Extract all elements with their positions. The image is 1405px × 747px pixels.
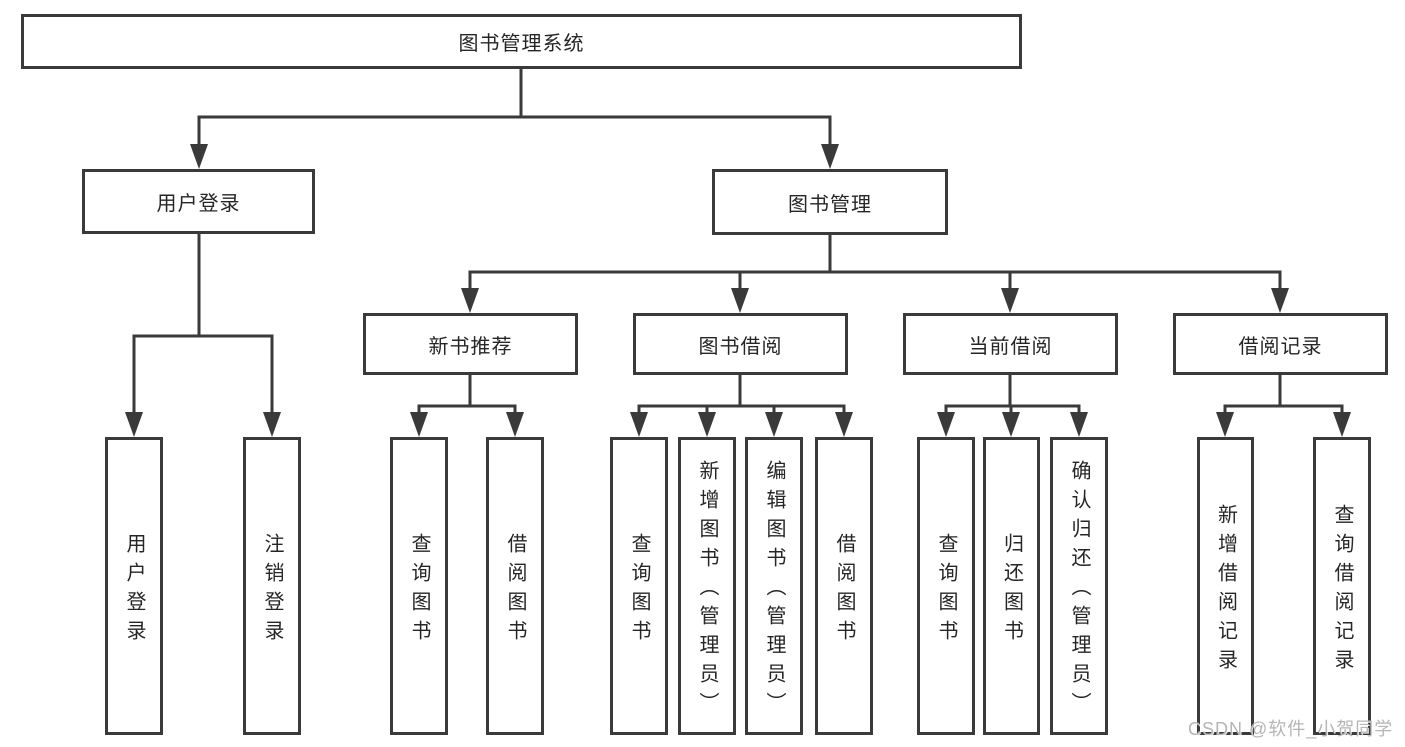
node-label: 确认归还（管理员） bbox=[1068, 460, 1090, 721]
edge-records-to-leaves bbox=[1223, 373, 1344, 414]
arrowhead bbox=[1271, 288, 1289, 313]
node-new-book-recommend: 新书推荐 bbox=[363, 313, 578, 375]
leaf-return-books: 归还图书 bbox=[983, 437, 1040, 735]
node-label: 注销登录 bbox=[261, 532, 283, 649]
node-label: 查询图书 bbox=[628, 532, 650, 649]
arrowhead bbox=[125, 412, 143, 437]
node-root-system: 图书管理系统 bbox=[21, 14, 1022, 69]
leaf-borrow-books-1: 借阅图书 bbox=[486, 437, 544, 735]
leaf-logout: 注销登录 bbox=[243, 437, 301, 735]
leaf-query-borrow-record: 查询借阅记录 bbox=[1313, 437, 1371, 735]
leaf-edit-books-admin: 编辑图书（管理员） bbox=[745, 437, 803, 735]
arrowhead bbox=[461, 288, 479, 313]
edge-newrec-to-leaves bbox=[417, 373, 517, 414]
arrowhead bbox=[1333, 412, 1351, 437]
node-label: 查询借阅记录 bbox=[1331, 503, 1353, 678]
leaf-confirm-return-admin: 确认归还（管理员） bbox=[1050, 437, 1108, 735]
node-label: 借阅图书 bbox=[833, 532, 855, 649]
node-label: 归还图书 bbox=[1000, 532, 1023, 649]
leaf-add-books-admin: 新增图书（管理员） bbox=[678, 437, 736, 735]
arrowhead bbox=[263, 412, 281, 437]
node-book-borrow: 图书借阅 bbox=[633, 313, 848, 375]
node-label: 借阅记录 bbox=[1238, 335, 1323, 358]
node-label: 图书管理 bbox=[788, 193, 872, 216]
arrowhead bbox=[821, 144, 839, 169]
node-label: 图书借阅 bbox=[698, 335, 783, 358]
arrowhead bbox=[630, 412, 648, 437]
arrowhead bbox=[835, 412, 853, 437]
leaf-user-login: 用户登录 bbox=[105, 437, 163, 735]
csdn-watermark: CSDN @软件_小贺同学 bbox=[1188, 719, 1394, 739]
edge-bookmgmt-to-level3 bbox=[468, 233, 1282, 290]
arrowhead bbox=[1002, 412, 1020, 437]
node-borrow-records: 借阅记录 bbox=[1173, 313, 1388, 375]
arrowhead bbox=[1216, 412, 1234, 437]
arrowhead bbox=[410, 412, 428, 437]
node-label: 新增图书（管理员） bbox=[696, 460, 718, 721]
arrowhead bbox=[937, 412, 955, 437]
edge-root-to-level2 bbox=[197, 67, 832, 146]
edge-borrow-to-leaves bbox=[637, 373, 846, 414]
arrowhead bbox=[506, 412, 524, 437]
arrowhead bbox=[1070, 412, 1088, 437]
node-book-management-module: 图书管理 bbox=[712, 169, 948, 235]
leaf-query-books-2: 查询图书 bbox=[610, 437, 668, 735]
node-label: 编辑图书（管理员） bbox=[763, 460, 785, 721]
node-label: 用户登录 bbox=[123, 532, 145, 649]
edge-userlogin-to-leaves bbox=[132, 232, 274, 414]
node-label: 查询图书 bbox=[408, 532, 430, 649]
arrowhead bbox=[731, 288, 749, 313]
node-label: 借阅图书 bbox=[504, 532, 526, 649]
node-label: 用户登录 bbox=[156, 193, 241, 215]
edge-current-to-leaves bbox=[944, 373, 1081, 414]
arrowhead bbox=[190, 144, 208, 169]
leaf-query-books-1: 查询图书 bbox=[390, 437, 448, 735]
node-current-borrow: 当前借阅 bbox=[903, 313, 1118, 375]
leaf-query-books-3: 查询图书 bbox=[917, 437, 975, 735]
node-label: 新书推荐 bbox=[428, 335, 513, 358]
node-label: 当前借阅 bbox=[968, 335, 1053, 358]
arrowhead bbox=[1001, 288, 1019, 313]
node-label: 新增借阅记录 bbox=[1214, 503, 1237, 678]
leaf-borrow-books-2: 借阅图书 bbox=[815, 437, 873, 735]
node-label: 图书管理系统 bbox=[458, 33, 585, 55]
arrowhead bbox=[765, 412, 783, 437]
leaf-add-borrow-record: 新增借阅记录 bbox=[1197, 437, 1254, 735]
node-label: 查询图书 bbox=[935, 532, 957, 649]
node-user-login-module: 用户登录 bbox=[82, 169, 315, 234]
arrowhead bbox=[698, 412, 716, 437]
